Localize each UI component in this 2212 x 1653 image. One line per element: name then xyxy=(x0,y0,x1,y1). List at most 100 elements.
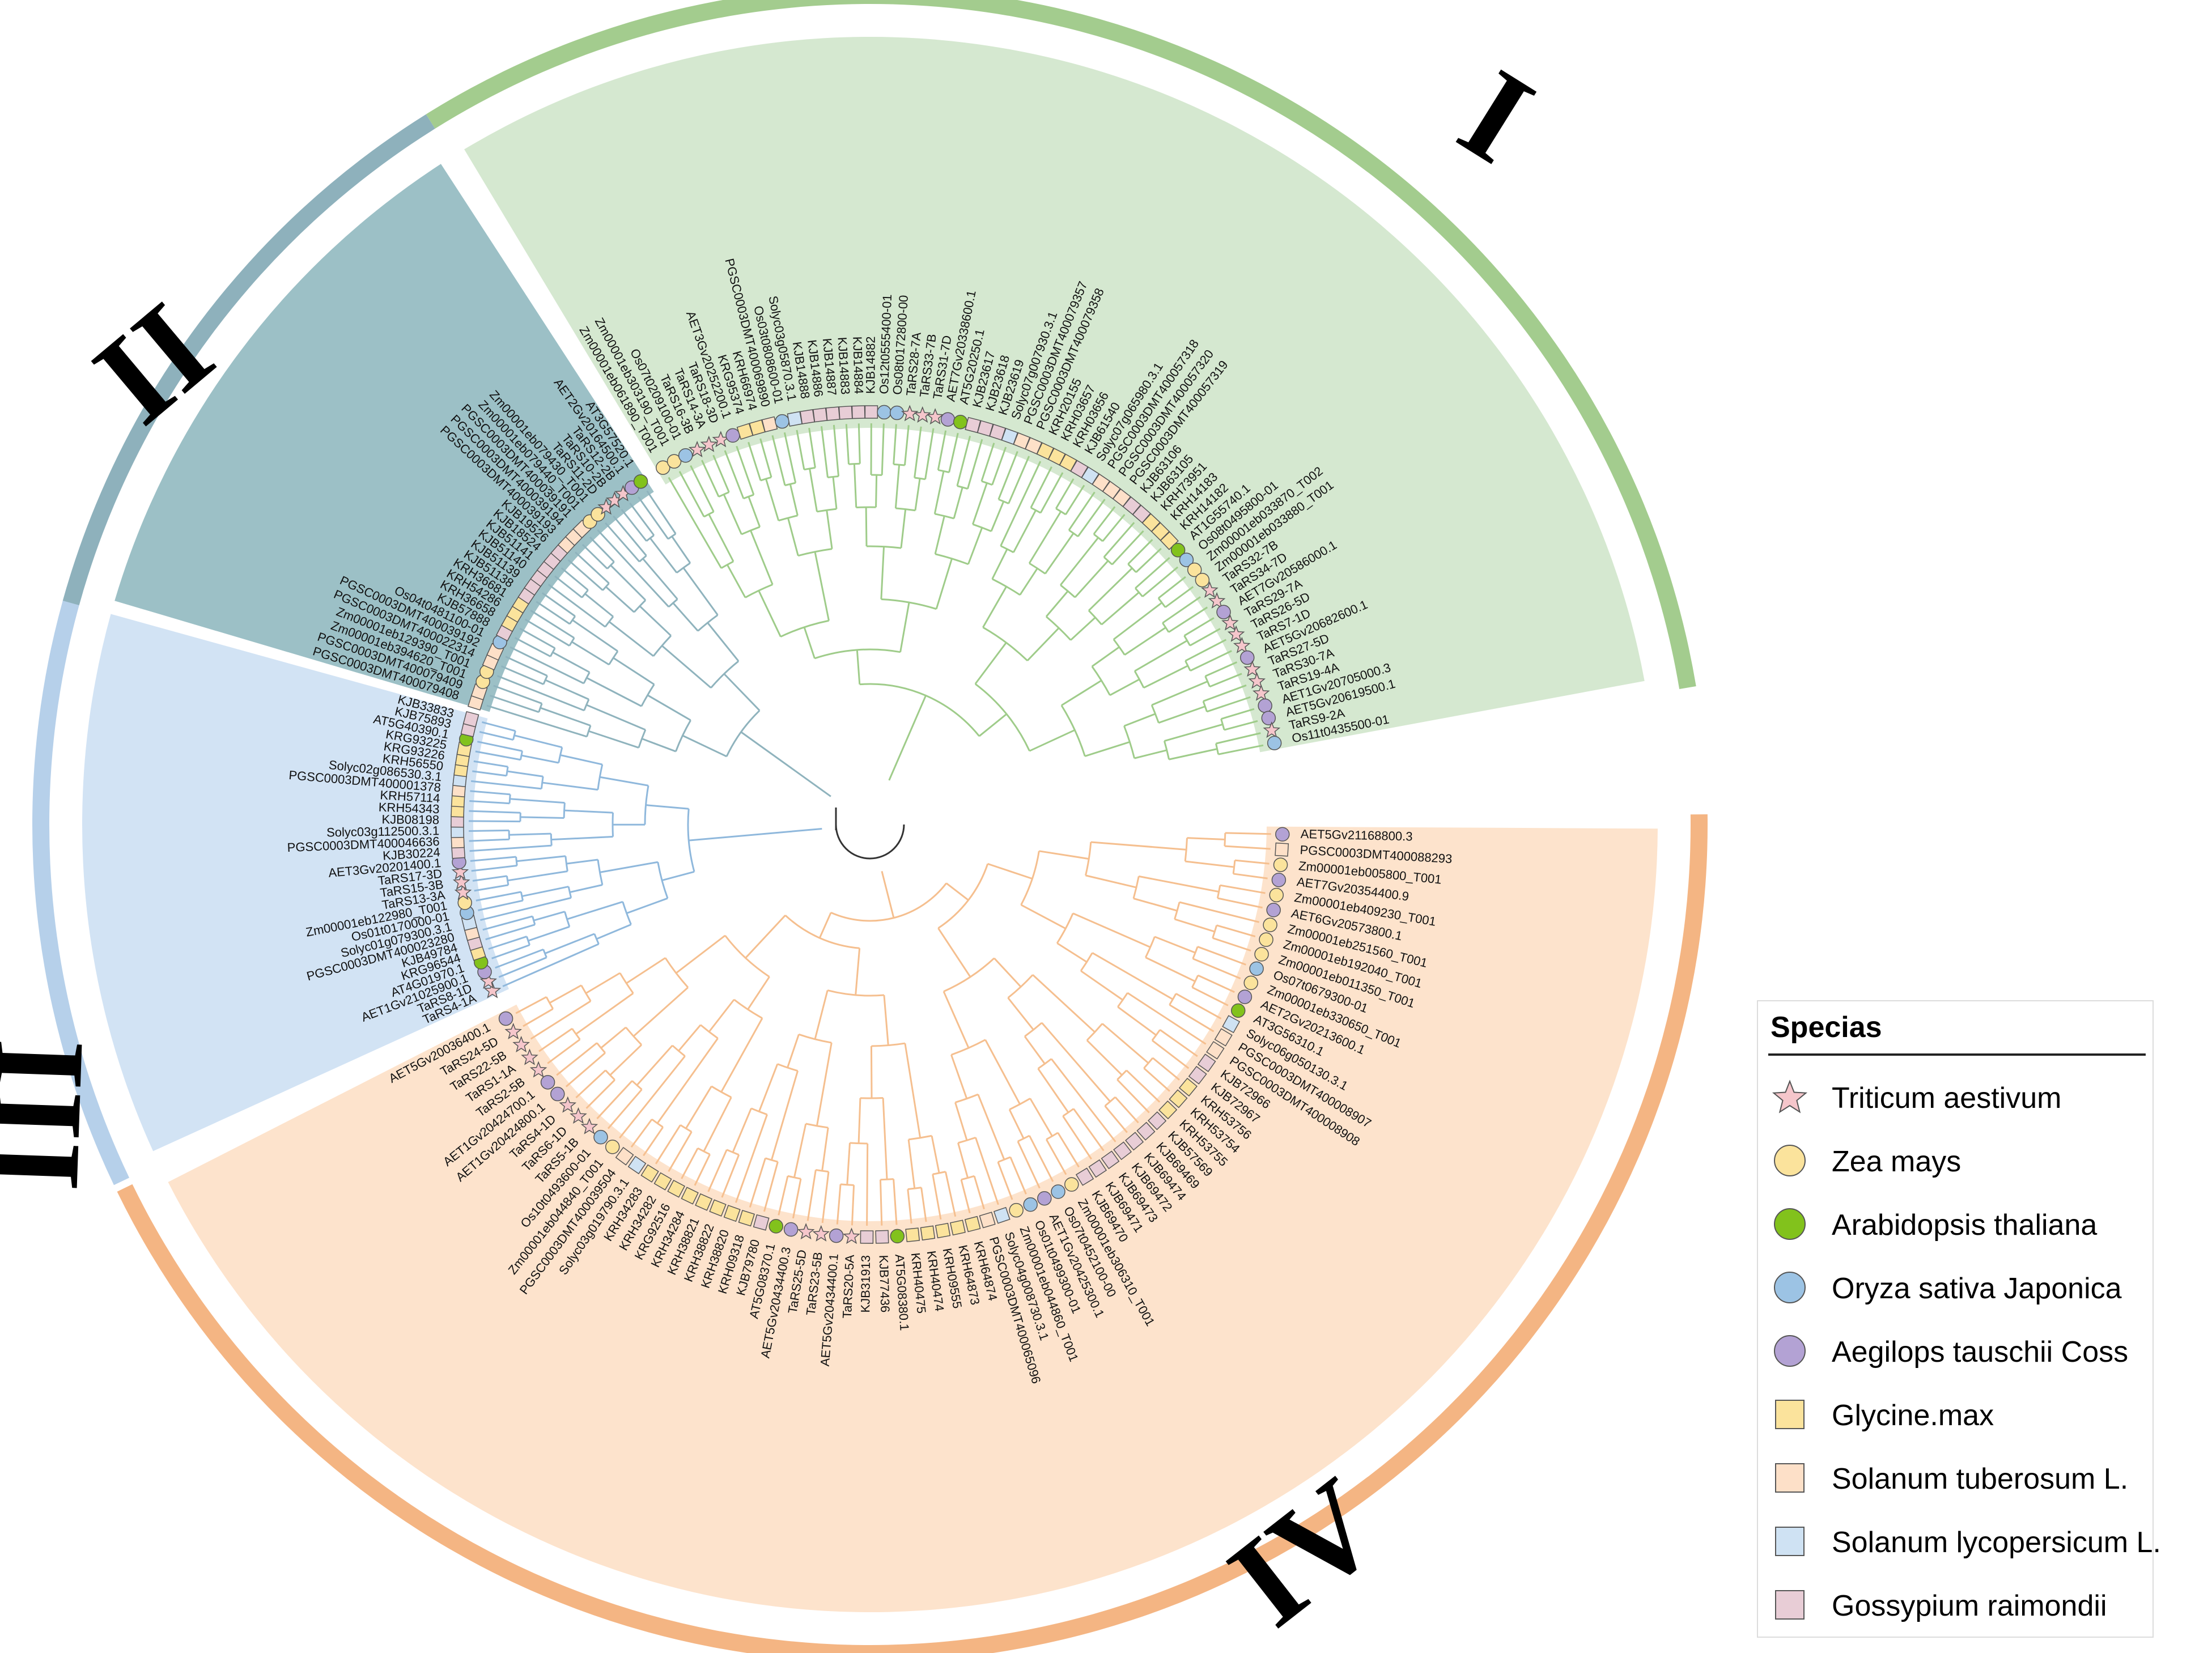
branch xyxy=(1045,533,1075,575)
legend-item: Glycine.max xyxy=(1758,1384,2152,1440)
branch xyxy=(608,621,654,657)
branch xyxy=(745,915,786,959)
clade-sector-IV xyxy=(168,826,1658,1613)
branch xyxy=(479,730,513,741)
root-arc xyxy=(835,824,905,860)
branch-arc xyxy=(1133,670,1145,689)
zea-mays-marker xyxy=(1263,917,1277,932)
branch-arc xyxy=(597,859,604,885)
triticum-aestivum-marker xyxy=(521,1048,538,1065)
triticum-aestivum-marker xyxy=(812,1225,830,1242)
triticum-aestivum-marker xyxy=(797,1223,815,1240)
branch xyxy=(661,870,695,882)
branch-arc xyxy=(827,475,839,479)
branch xyxy=(685,1086,712,1129)
branch xyxy=(1007,997,1034,1031)
triticum-aestivum-marker xyxy=(1201,581,1218,598)
legend-label: Oryza sativa Japonica xyxy=(1832,1272,2122,1305)
branch-arc xyxy=(622,901,632,925)
clade-sectors xyxy=(82,37,1658,1613)
gossypium-raimondii-marker xyxy=(1148,1111,1167,1131)
branch xyxy=(1030,466,1052,508)
legend-item: Solanum tuberosum L. xyxy=(1758,1447,2152,1504)
branch xyxy=(554,575,583,598)
branch xyxy=(588,730,639,749)
glycine-max-marker xyxy=(1178,1077,1198,1097)
triticum-aestivum-marker xyxy=(926,408,944,425)
leaf-label: KJB14882 xyxy=(863,336,877,394)
branch xyxy=(814,990,829,1040)
branch xyxy=(734,1114,768,1203)
leaf-label: KJB14883 xyxy=(835,337,852,395)
oryza-sativa-japonica-marker xyxy=(1249,961,1264,976)
branch xyxy=(1189,628,1221,647)
branch xyxy=(920,1187,927,1222)
branch xyxy=(480,896,571,921)
branch xyxy=(521,754,559,764)
aegilops-tauschii-coss-marker xyxy=(540,1075,555,1090)
branch xyxy=(646,490,677,534)
branch xyxy=(472,875,507,882)
branch xyxy=(500,665,544,685)
branch xyxy=(469,829,510,832)
branch xyxy=(1191,986,1229,1006)
branch xyxy=(997,1162,1013,1200)
clade-stem-IV xyxy=(881,871,895,919)
branch xyxy=(516,855,566,862)
triticum-aestivum-marker xyxy=(843,1227,860,1244)
branch xyxy=(600,861,659,873)
branch xyxy=(851,1185,855,1226)
oryza-sativa-japonica-marker xyxy=(775,414,789,429)
branch xyxy=(748,496,761,528)
branch xyxy=(469,810,521,814)
branch xyxy=(490,695,540,713)
triticum-aestivum-marker xyxy=(1263,721,1281,738)
branch xyxy=(569,884,603,893)
branch-arc xyxy=(907,1187,922,1191)
glycine-max-marker xyxy=(1169,1089,1188,1108)
aegilops-tauschii-coss-marker xyxy=(1216,605,1231,619)
branch xyxy=(1143,1067,1170,1092)
branch xyxy=(486,704,587,738)
branch xyxy=(1143,665,1188,689)
branch xyxy=(1092,952,1174,1000)
branch xyxy=(1179,901,1260,923)
branch xyxy=(747,976,770,1010)
branch xyxy=(1045,590,1069,618)
branch xyxy=(668,477,722,569)
branch xyxy=(1123,713,1156,727)
oryza-sativa-japonica-marker xyxy=(1179,553,1194,567)
clade-label-I: I xyxy=(1437,41,1557,190)
clade-stem-II xyxy=(740,731,831,797)
gossypium-raimondii-marker xyxy=(800,409,816,424)
branch-arc xyxy=(958,1136,976,1144)
branch xyxy=(477,741,523,752)
branch xyxy=(726,564,746,598)
branch xyxy=(907,1139,916,1189)
oryza-sativa-japonica-marker xyxy=(1267,736,1282,750)
zea-mays-marker xyxy=(1187,562,1202,577)
branch xyxy=(510,798,565,804)
branch xyxy=(875,475,878,508)
branch xyxy=(903,425,910,466)
branch xyxy=(549,984,582,1004)
branch xyxy=(1197,946,1246,966)
branch-arc xyxy=(1046,615,1072,641)
branch-arc xyxy=(817,508,837,513)
branch xyxy=(632,987,689,1037)
branch-arc xyxy=(1145,936,1156,958)
branch xyxy=(469,838,510,842)
branch-arc xyxy=(1093,533,1103,542)
branch xyxy=(1183,617,1215,637)
branch-arc xyxy=(1088,610,1102,626)
branch xyxy=(703,1097,732,1152)
branch xyxy=(1013,509,1037,553)
clade-stem-I xyxy=(888,695,927,781)
branch xyxy=(991,447,1007,486)
gossypium-raimondii-marker xyxy=(864,405,878,419)
branch xyxy=(1077,499,1106,537)
tree-branches xyxy=(469,423,1271,1226)
zea-mays-marker xyxy=(1009,1202,1024,1218)
branch xyxy=(818,912,832,938)
branch xyxy=(596,1080,633,1120)
